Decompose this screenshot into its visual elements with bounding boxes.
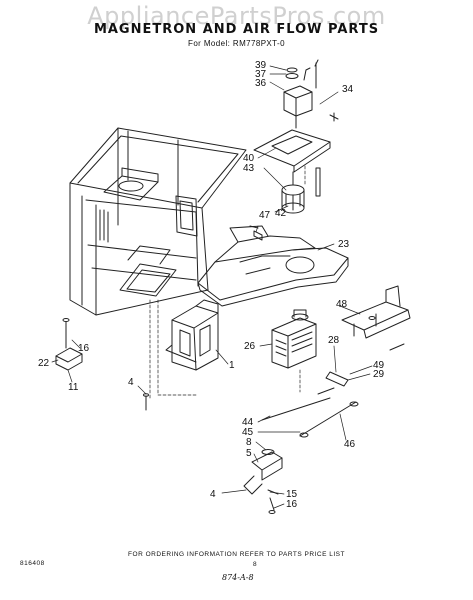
fan-motor-assembly (253, 59, 339, 214)
thermostat-assembly (243, 449, 283, 514)
callout-22: 22 (38, 358, 50, 369)
leader-lines (51, 65, 373, 509)
callout-4-upper: 4 (128, 377, 134, 388)
screw-47 (249, 225, 263, 241)
callout-5: 5 (246, 448, 252, 459)
handwritten-note: 874-A-8 (222, 573, 254, 582)
ordering-note: FOR ORDERING INFORMATION REFER TO PARTS … (128, 551, 345, 558)
watermark: AppliancePartsPros.com (87, 2, 386, 30)
callout-40: 40 (243, 153, 255, 164)
model-subtitle: For Model: RM778PXT-0 (188, 39, 285, 48)
callout-16-lower: 16 (286, 499, 298, 510)
callout-34: 34 (342, 84, 354, 95)
callout-47: 47 (259, 210, 271, 221)
callout-numbers: 39 37 36 34 40 43 42 47 23 48 26 1 28 49… (38, 60, 385, 510)
callout-1: 1 (229, 360, 235, 371)
magnetron (271, 309, 317, 369)
callout-48: 48 (336, 299, 348, 310)
cavity-chassis (69, 127, 247, 316)
callout-43: 43 (243, 163, 255, 174)
screw-4 (143, 393, 149, 411)
wire-harness (261, 343, 405, 438)
page-number: 8 (253, 561, 258, 568)
callout-37: 37 (255, 69, 267, 80)
callout-23: 23 (338, 239, 350, 250)
callout-11: 11 (68, 382, 79, 393)
document-number: 816408 (20, 560, 45, 567)
callout-4-lower: 4 (210, 489, 216, 500)
callout-42: 42 (275, 208, 287, 219)
air-flow-duct (197, 225, 349, 307)
callout-46: 46 (344, 439, 356, 450)
callout-15: 15 (286, 489, 298, 500)
transformer (165, 299, 219, 371)
callout-26: 26 (244, 341, 256, 352)
page-title: MAGNETRON AND AIR FLOW PARTS (93, 22, 380, 37)
callout-39: 39 (255, 60, 267, 71)
callout-28: 28 (328, 335, 340, 346)
callout-16-left: 16 (78, 343, 90, 354)
callout-29: 29 (373, 369, 385, 380)
callout-49: 49 (373, 360, 385, 371)
callout-45: 45 (242, 427, 254, 438)
callout-36: 36 (255, 78, 267, 89)
callout-8: 8 (246, 437, 252, 448)
bracket-48 (341, 285, 411, 339)
callout-44: 44 (242, 417, 254, 428)
